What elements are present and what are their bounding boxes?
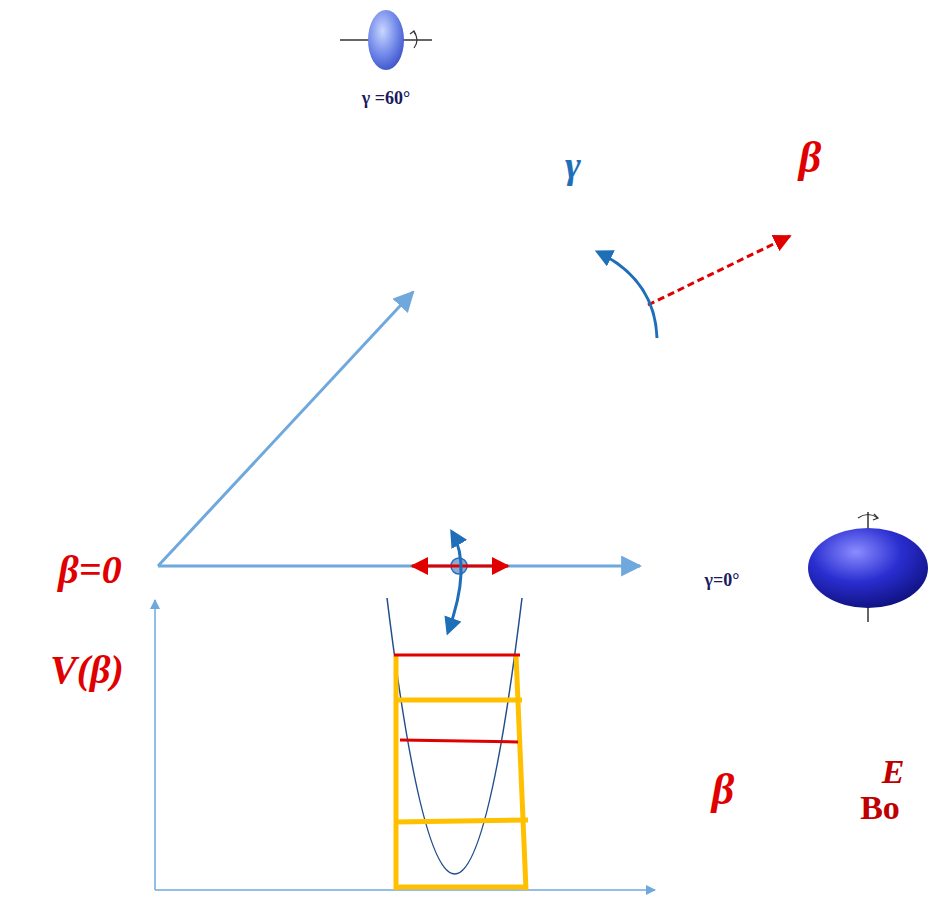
beta-axis-label: β — [799, 136, 822, 180]
potential-well — [387, 598, 522, 874]
gamma60-axis — [158, 292, 413, 566]
oblate-nucleus — [340, 10, 432, 70]
gamma-axis-label: γ — [565, 146, 581, 184]
potential-axes — [155, 600, 655, 890]
gamma0-axis — [158, 565, 640, 568]
sextant-axes — [158, 292, 640, 566]
gamma-direction-arrow — [598, 252, 657, 338]
vibration-symbol — [412, 532, 508, 632]
origin-label: β=0 — [58, 550, 121, 590]
model-name-label: Bo — [860, 791, 900, 825]
model-name-label: E — [882, 755, 905, 789]
prolate-nucleus — [808, 512, 928, 622]
shape-angle-label: γ =60° — [362, 89, 410, 107]
potential-axis-label: V(β) — [50, 650, 124, 690]
energy-levels — [394, 655, 528, 890]
shape-angle-label: γ=0° — [705, 571, 740, 589]
beta-axis-label: β — [712, 768, 735, 812]
beta-direction-arrow — [648, 236, 790, 305]
